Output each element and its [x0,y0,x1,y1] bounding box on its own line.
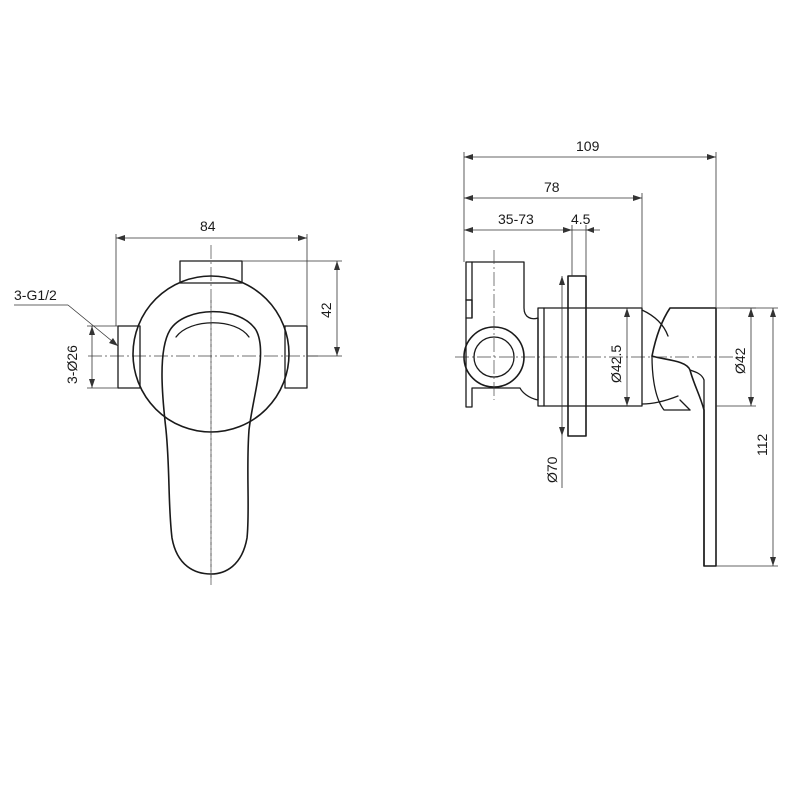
valve-body [537,307,643,407]
cover-plate [567,275,587,437]
side-handle-body [651,307,717,567]
thread-size-label: 3-G1/2 [14,287,57,303]
body-diameter-dimension: Ø42.5 [608,345,624,383]
front-handle-inner-outline [175,322,250,338]
handle-diameter-dimension: Ø42 [732,347,748,374]
plate-diameter-dimension: Ø70 [544,456,560,483]
side-view: 109 78 35-73 4.5 Ø42.5 Ø70 Ø42 [455,138,778,567]
inlet-diameter-label: 3-Ø26 [64,345,80,384]
overall-depth-dimension: 109 [576,138,600,154]
side-handle-detail [689,369,705,567]
bracket-tab [465,299,473,319]
adjustment-range-dimension: 35-73 [498,211,534,227]
right-inlet-stub [284,325,308,389]
front-width-dimension: 84 [200,218,216,234]
plate-thickness-dimension: 4.5 [571,211,591,227]
front-height-dimension: 42 [318,302,334,318]
front-view: 84 42 3-Ø26 3-G1/2 [14,218,342,585]
spindle-neck [641,309,679,405]
left-inlet-stub [117,325,141,389]
top-inlet-stub [179,260,243,284]
depth-dimension: 78 [544,179,560,195]
side-height-dimension: 112 [754,433,770,456]
front-handle-lever [161,310,262,575]
